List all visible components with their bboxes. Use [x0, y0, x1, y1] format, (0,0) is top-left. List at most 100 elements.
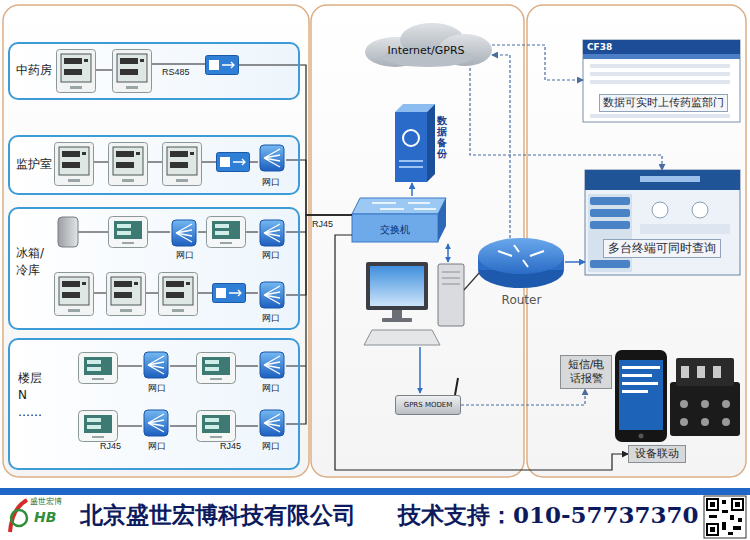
modem-antenna — [455, 378, 458, 395]
zone-label: 冰箱/ 冷库 — [16, 245, 56, 279]
monitor-stand — [392, 310, 402, 318]
sensor-device — [79, 353, 118, 384]
group-panel — [3, 5, 309, 477]
converter — [213, 284, 246, 303]
qr-corner — [707, 524, 718, 535]
network-port — [260, 145, 284, 171]
zone-label: 楼层 N …… — [18, 370, 52, 421]
menu-item — [590, 260, 630, 268]
logo: 盛世宏博 HB — [4, 494, 74, 536]
menu-item — [590, 209, 630, 217]
sensor-device — [113, 50, 152, 93]
relay-screw — [722, 400, 730, 408]
network-port — [260, 352, 284, 378]
probe — [58, 217, 78, 247]
footer-band: 北京盛世宏博科技有限公司技术支持：010-57737370盛世宏博HB — [0, 488, 750, 540]
qr-dot — [710, 502, 715, 507]
switch-top — [352, 198, 446, 214]
zone-label: 中药房 — [16, 63, 52, 78]
relay-pin — [681, 366, 689, 378]
sensor-device — [159, 273, 198, 316]
screen-caption: 数据可实时上传药监部门 — [599, 94, 728, 112]
relay-top — [676, 358, 734, 386]
relay-base — [670, 382, 740, 436]
monitor-screen — [370, 266, 424, 306]
screenshot-row — [640, 224, 730, 234]
network-port — [260, 220, 284, 246]
sensor-device — [79, 411, 118, 442]
port-label: 网口 — [262, 383, 280, 393]
qr-dot — [722, 510, 728, 513]
relay-screw — [680, 418, 688, 426]
port-label: 网口 — [262, 441, 280, 451]
zone-label: 监护室 — [16, 157, 52, 172]
gauge — [692, 202, 708, 218]
cloud: Internet/GPRS — [360, 25, 492, 68]
port-label: RS485 — [162, 67, 190, 77]
qr-dot — [728, 532, 733, 535]
sensor-device — [163, 143, 202, 186]
server-slot — [399, 160, 423, 162]
monitor — [366, 262, 428, 310]
relay-pin — [697, 366, 705, 378]
relay-screw — [701, 400, 709, 408]
converter — [206, 56, 239, 75]
switch-arrows — [372, 203, 436, 209]
callout-text: 短信/电 话报警 — [561, 358, 611, 386]
zone-fill — [9, 136, 299, 194]
qr-dot — [730, 515, 734, 520]
sensor-device — [107, 273, 146, 316]
connector — [300, 160, 352, 215]
screen-caption: CF38 — [587, 41, 612, 53]
port-label: 网口 — [148, 441, 166, 451]
group-panel — [527, 5, 746, 477]
connector — [565, 261, 585, 263]
qr-dot — [710, 527, 715, 532]
qr-dot — [735, 502, 740, 507]
callout-text: 设备联动 — [635, 446, 679, 462]
connector — [461, 389, 585, 405]
logo-text: 盛世宏博 — [30, 497, 62, 507]
pc-drive — [442, 272, 460, 284]
logo-ring — [11, 510, 27, 526]
port-label: RJ45 — [220, 441, 241, 451]
screen-caption: 多台终端可同时查询 — [603, 239, 721, 258]
screenshot-header — [583, 40, 740, 54]
screenshot-row — [590, 72, 730, 76]
gauge — [652, 202, 668, 218]
connector — [300, 215, 352, 295]
zone-fill — [9, 43, 299, 99]
callout-box: 设备联动 — [628, 445, 686, 463]
screenshot-menu — [588, 194, 632, 272]
sensor-device — [207, 217, 246, 248]
menu-item — [590, 197, 630, 205]
qr-dot — [733, 526, 741, 530]
server-slot — [399, 166, 423, 168]
screen-panel: CF38 数据可实时上传药监部门 — [583, 40, 740, 122]
connector — [300, 215, 352, 424]
modem-label: GPRS MODEM — [404, 396, 453, 414]
sensor-device — [57, 50, 96, 93]
link-line — [447, 244, 449, 262]
monitor-base — [382, 318, 412, 322]
converter — [217, 153, 250, 172]
gprs-modem: GPRS MODEM — [395, 395, 461, 415]
connector — [492, 45, 583, 80]
connector — [335, 235, 628, 470]
footer-stripe — [0, 488, 750, 495]
screenshot-header-bar — [640, 176, 700, 182]
zone-fill — [9, 339, 299, 469]
router-arrows — [498, 245, 544, 267]
port-label: 网口 — [176, 250, 194, 260]
qr-dot — [709, 515, 717, 518]
server-front — [395, 112, 427, 182]
port-label: 网口 — [148, 383, 166, 393]
cloud-label: Internet/GPRS — [387, 44, 464, 57]
switch-side — [438, 198, 446, 242]
relay-pin — [713, 366, 721, 378]
network-port — [144, 352, 168, 378]
phone-text-line — [622, 390, 648, 393]
connector — [470, 68, 662, 170]
logo-text: HB — [34, 509, 56, 525]
